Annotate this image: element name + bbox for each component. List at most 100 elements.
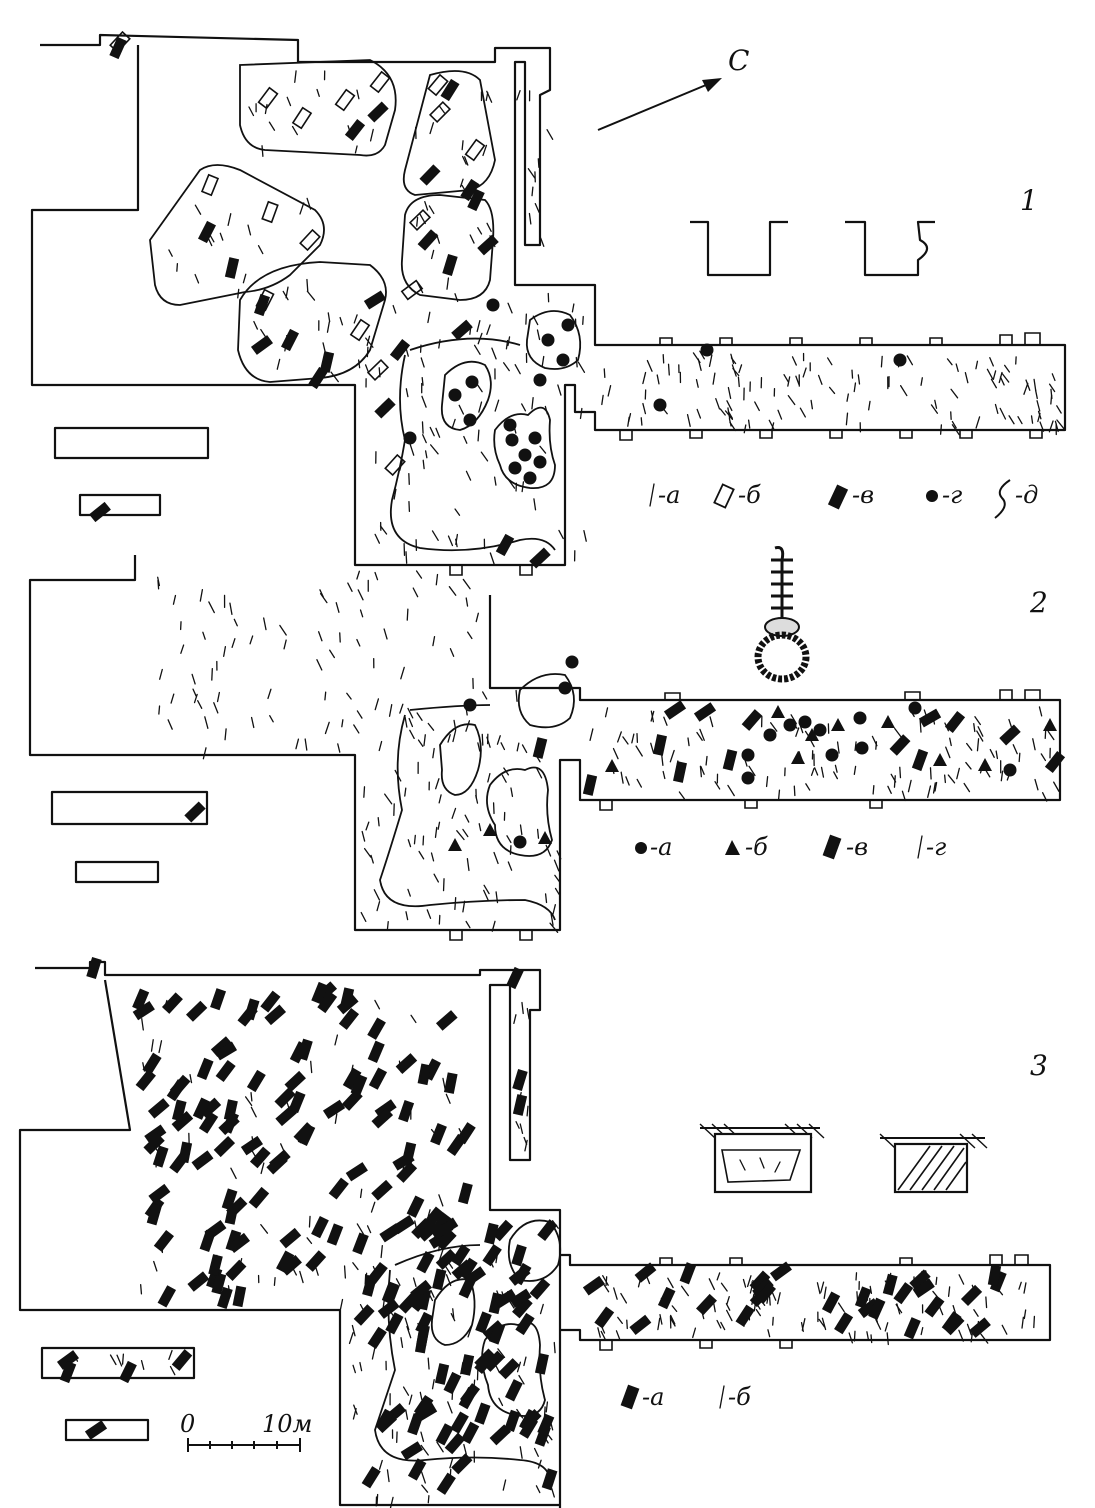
open-rect-mark (428, 100, 452, 124)
dash-mark (746, 1275, 752, 1288)
dash-mark (640, 417, 643, 426)
dot-mark (556, 353, 570, 367)
dash-mark (316, 659, 323, 671)
dash-mark (519, 824, 523, 836)
dash-mark (975, 416, 981, 429)
dot-mark (463, 413, 477, 427)
dash-mark (383, 628, 388, 640)
dash-mark (820, 766, 825, 778)
filled-rect-mark (506, 966, 524, 990)
dash-mark (445, 1274, 452, 1287)
dash-mark (354, 145, 358, 154)
dash-mark (299, 1270, 304, 1284)
dash-mark (1041, 792, 1048, 802)
panel-2-number: 2 (1029, 586, 1048, 619)
dash-mark (418, 850, 425, 860)
dash-mark (229, 602, 233, 616)
filled-rect-mark (534, 1353, 549, 1375)
dash-mark (199, 588, 204, 602)
dash-mark (346, 692, 352, 700)
filled-rect-mark (185, 1000, 208, 1022)
scale-bar-line (187, 1438, 301, 1452)
filled-rect-mark (345, 1162, 368, 1182)
dash-mark (482, 144, 488, 157)
dash-mark (667, 1277, 674, 1289)
dash-mark (140, 1359, 145, 1370)
dash-mark (432, 635, 436, 647)
legend-1: -а -б -в -г -д (649, 479, 1038, 519)
dash-mark (341, 719, 344, 728)
dash-mark (412, 1277, 417, 1287)
dash-mark (1008, 718, 1012, 728)
panel-1-pile (149, 164, 325, 306)
dash-mark (930, 404, 939, 414)
filled-rect-mark (474, 1402, 491, 1425)
dash-mark (337, 743, 341, 753)
filled-rect-mark (213, 1135, 236, 1158)
dash-mark (438, 1194, 444, 1207)
filled-rect-mark (882, 1273, 898, 1296)
filled-rect-mark (367, 1326, 387, 1350)
panel-2-marks (157, 570, 1066, 933)
dash-mark (422, 459, 425, 470)
dash-mark (324, 691, 327, 701)
panel-1-cluster (493, 406, 556, 489)
filled-rect-mark (152, 1145, 169, 1168)
dash-mark (420, 357, 425, 368)
dash-mark (376, 1493, 379, 1506)
dash-mark (374, 571, 379, 581)
dash-mark (1021, 1316, 1025, 1329)
dash-mark (404, 1317, 410, 1331)
filled-rect-mark (419, 164, 441, 186)
filled-rect-mark (374, 397, 396, 419)
panel-1-outline (30, 33, 1067, 567)
filled-rect-mark (893, 1282, 914, 1305)
dash-mark (528, 212, 532, 225)
dash-mark (216, 691, 221, 703)
dash-mark (579, 407, 583, 420)
dash-mark (848, 1332, 854, 1344)
dash-mark (1033, 378, 1037, 392)
dash-mark (211, 667, 213, 681)
dash-mark (486, 222, 492, 232)
filled-rect-mark (629, 1314, 652, 1335)
filled-rect-mark (475, 1311, 492, 1334)
dash-mark (449, 648, 455, 657)
dash-mark (421, 395, 427, 408)
dash-mark (157, 576, 161, 587)
legend-wavy-symbol (994, 479, 1011, 519)
dash-mark (571, 303, 575, 313)
dash-mark (845, 412, 849, 426)
dash-mark (524, 1139, 528, 1152)
filled-rect-mark (868, 1297, 886, 1320)
dash-mark (1056, 419, 1065, 430)
filled-rect-mark (289, 1041, 308, 1064)
filled-rect-mark (440, 78, 460, 102)
dash-mark (369, 128, 374, 142)
filled-rect-mark (172, 1099, 187, 1122)
dash-mark (929, 767, 932, 780)
dash-mark (814, 767, 819, 776)
dash-mark (714, 781, 721, 790)
filled-rect-mark (463, 1266, 487, 1286)
dash-mark (976, 730, 984, 742)
dash-mark (374, 698, 380, 711)
dash-mark (636, 778, 643, 788)
filled-rect-mark (208, 1254, 223, 1277)
filled-rect-mark (693, 702, 717, 722)
dash-mark (261, 145, 264, 157)
dash-mark (356, 710, 363, 719)
dash-mark (394, 769, 402, 782)
dash-mark (374, 533, 381, 544)
dash-mark (363, 847, 372, 858)
dash-mark (224, 728, 227, 741)
filled-rect-mark (232, 1285, 247, 1308)
dot-mark (763, 728, 777, 742)
dash-mark (434, 826, 438, 839)
dash-mark (805, 783, 811, 791)
dash-mark (501, 774, 507, 783)
dash-mark (378, 740, 383, 752)
dash-mark (140, 1283, 143, 1295)
dash-mark (696, 731, 703, 741)
dot-mark (448, 388, 462, 402)
